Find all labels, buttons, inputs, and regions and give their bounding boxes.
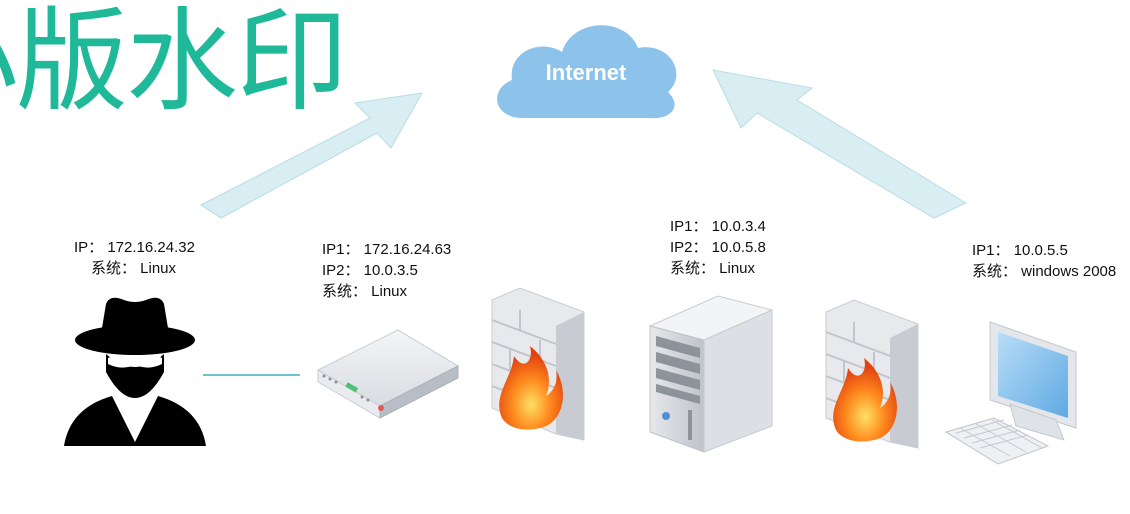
router-ip2: IP2： 10.0.3.5 [322,262,418,279]
server-ip1: IP1： 10.0.3.4 [670,218,766,235]
server-ip2: IP2： 10.0.5.8 [670,239,766,256]
router-icon [316,329,460,419]
watermark-text: 小版水印 [0,2,348,122]
hacker-glasses-icon [108,355,162,368]
hacker-ip: IP： 172.16.24.32 [74,239,195,256]
arrow-left-to-internet [200,92,423,219]
workstation-ip1: IP1： 10.0.5.5 [972,242,1068,259]
hacker-os: 系统： Linux [91,260,177,277]
hacker-icon [64,297,206,446]
internet-label: Internet [546,60,627,85]
arrow-right-to-internet [712,69,968,219]
workstation-label: IP1： 10.0.5.5 系统： windows 2008 [972,240,1116,282]
router-os: 系统： Linux [322,283,408,300]
server-tower-icon [648,295,774,453]
workstation-os: 系统： windows 2008 [972,263,1117,280]
firewall-icon-right [825,299,919,449]
server-os: 系统： Linux [670,260,756,277]
router-label: IP1： 172.16.24.63 IP2： 10.0.3.5 系统： Linu… [322,239,451,302]
workstation-icon [944,321,1077,465]
server-label: IP1： 10.0.3.4 IP2： 10.0.5.8 系统： Linux [670,216,766,279]
watermark-prefix: 小 [0,2,16,122]
cloud-icon: Internet [497,25,677,119]
firewall-icon-left [491,287,585,441]
router-ip1: IP1： 172.16.24.63 [322,241,452,258]
hacker-label: IP： 172.16.24.32 系统： Linux [74,237,195,279]
watermark-main: 版水印 [16,0,348,127]
